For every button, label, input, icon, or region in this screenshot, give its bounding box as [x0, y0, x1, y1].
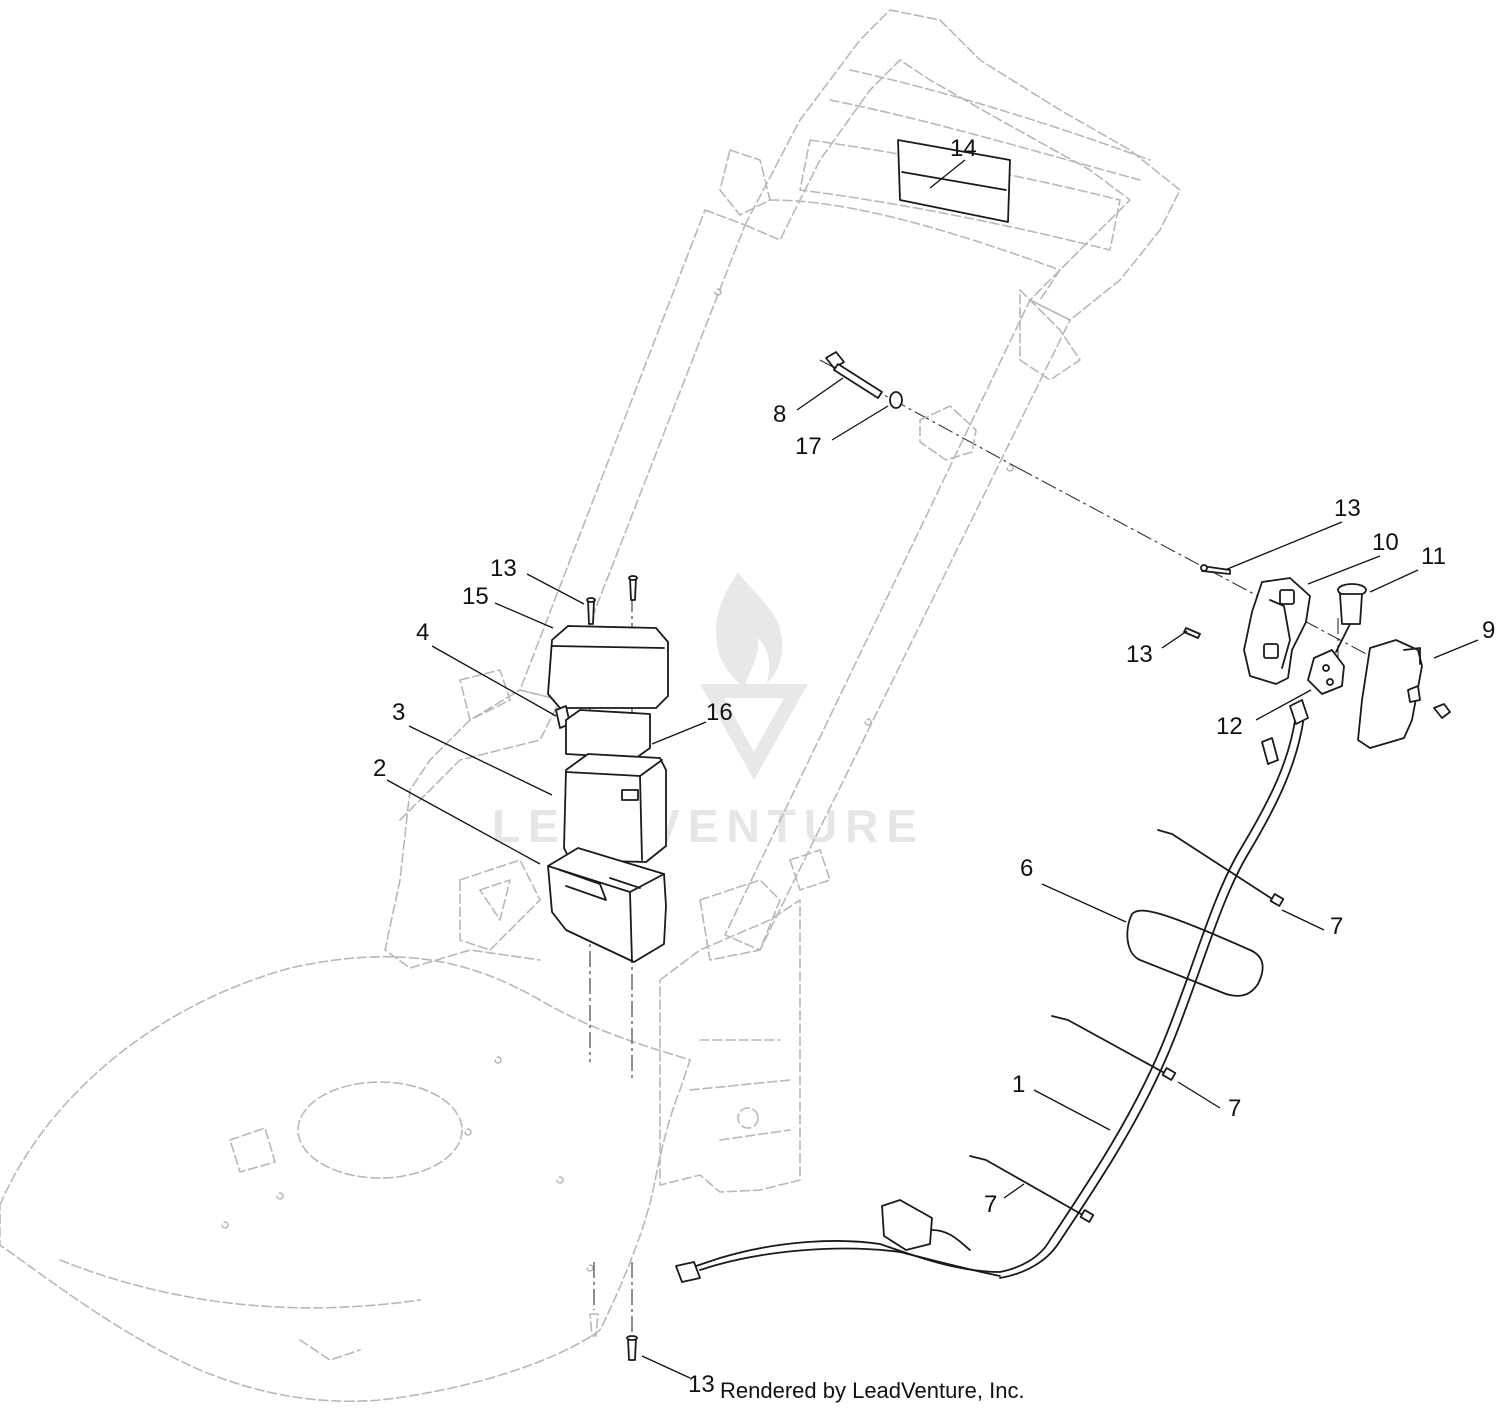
part-1-wire-harness: [675, 699, 1309, 1283]
leader-line-c17: [831, 405, 889, 441]
part-10-switch-housing: [1243, 577, 1311, 685]
part-11-key: [1335, 583, 1367, 653]
part-9-cover: [1357, 639, 1451, 749]
side-plate-outline: [384, 689, 801, 1193]
part-15-foam-top: [547, 625, 669, 709]
callout-c7b: 7: [1228, 1095, 1241, 1122]
leader-line-c10: [1307, 555, 1381, 585]
callout-c6: 6: [1020, 855, 1033, 882]
callout-c10: 10: [1372, 529, 1399, 556]
part-14-decal: [897, 139, 1011, 223]
leader-line-c3: [408, 725, 553, 796]
callout-c9: 9: [1482, 617, 1495, 644]
part-13-screw-upper: [1200, 564, 1231, 575]
callout-c13b: 13: [1126, 641, 1153, 668]
part-13-screw-box-left: [586, 597, 596, 625]
leader-line-c8: [796, 377, 844, 411]
leader-line-c1: [1033, 1089, 1111, 1131]
callout-c16: 16: [706, 699, 733, 726]
leader-line-c9: [1433, 639, 1479, 659]
callout-c17: 17: [795, 433, 822, 460]
leader-line-c13b: [1161, 630, 1188, 649]
callout-c8: 8: [773, 401, 786, 428]
leader-line-c13d: [641, 1355, 691, 1379]
leader-line-c4: [431, 645, 557, 717]
part-16-pad: [565, 709, 651, 759]
mower-deck-outline: [0, 955, 691, 1403]
leader-line-c7b: [1177, 1081, 1221, 1109]
leader-line-c11: [1369, 569, 1419, 593]
callout-c13c: 13: [490, 555, 517, 582]
callout-c13d: 13: [688, 1371, 715, 1398]
part-12-switch: [1307, 649, 1345, 695]
part-2-battery-tray: [547, 847, 667, 963]
part-7-cable-tie-middle: [1051, 1015, 1177, 1081]
callout-c3: 3: [392, 699, 405, 726]
rendered-by-credit: Rendered by LeadVenture, Inc.: [720, 1378, 1025, 1403]
watermark-text: LEADVENTURE: [492, 800, 925, 852]
part-8-bolt: [825, 351, 883, 399]
callout-c7c: 7: [984, 1191, 997, 1218]
callout-c15: 15: [462, 583, 489, 610]
watermark-logo: LEADVENTURE: [492, 572, 925, 852]
leader-line-c14a: [929, 159, 966, 189]
callout-c14a: 14: [950, 135, 977, 162]
part-13-screw-lower: [1183, 627, 1201, 639]
switch-mount-outline: [919, 405, 977, 461]
callout-c12: 12: [1216, 713, 1243, 740]
part-17-washer: [889, 391, 903, 409]
leader-line-c13c: [526, 573, 585, 605]
part-13-screw-bottom: [589, 1313, 638, 1361]
handle-outline: [459, 9, 1181, 951]
callout-c2: 2: [373, 755, 386, 782]
part-3-battery: [563, 753, 667, 863]
leader-line-c16: [651, 721, 707, 745]
part-13-screw-box-right: [628, 575, 638, 601]
leader-line-c7c: [1003, 1183, 1025, 1199]
part-7-cable-tie-upper: [1157, 829, 1285, 907]
callout-c1: 1: [1012, 1071, 1025, 1098]
leader-line-c6: [1041, 883, 1127, 923]
leader-line-c13a: [1224, 521, 1343, 571]
leader-line-c12: [1255, 689, 1312, 721]
callout-c7a: 7: [1330, 913, 1343, 940]
callout-c11: 11: [1421, 543, 1446, 570]
leader-line-c2: [386, 779, 541, 865]
callout-c4: 4: [416, 619, 429, 646]
part-7-cable-tie-lower: [969, 1155, 1095, 1223]
callout-c13a: 13: [1334, 495, 1361, 522]
leader-line-c15: [494, 602, 554, 629]
part-6-decal: [1126, 909, 1264, 997]
leader-line-c7a: [1281, 909, 1325, 931]
